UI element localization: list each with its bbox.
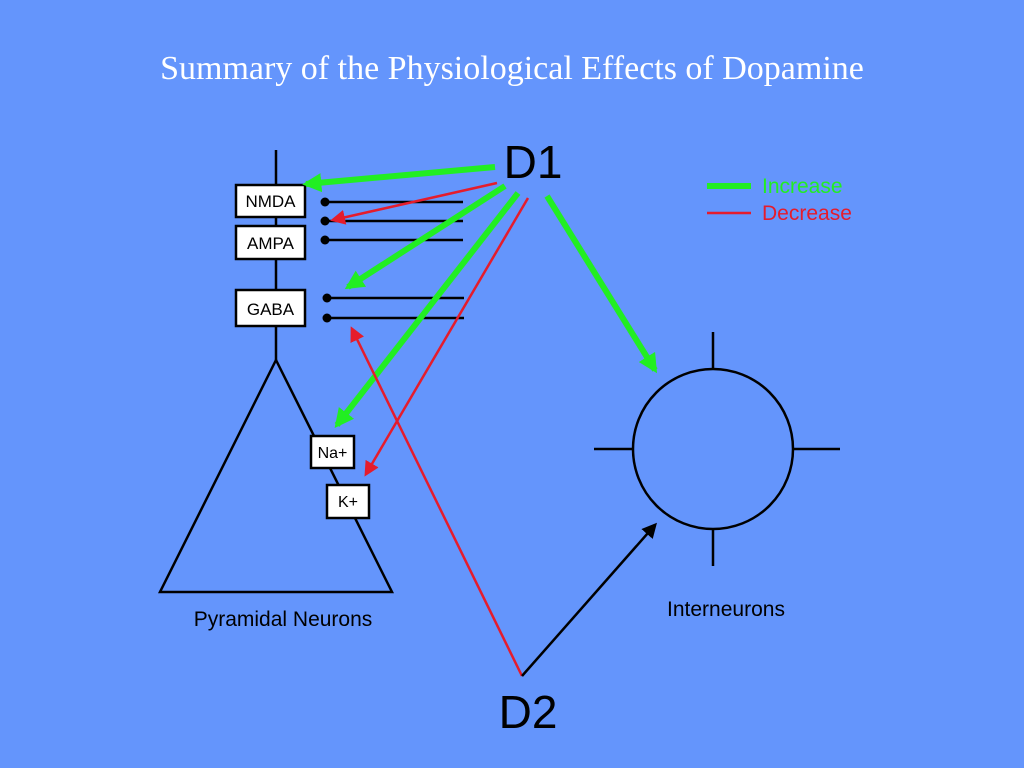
d1-to-interneuron-arrow <box>544 194 658 374</box>
d1-to-gaba-arrow <box>344 183 507 290</box>
synaptic-inputs <box>320 197 464 323</box>
d2-to-gaba-arrow <box>350 326 524 677</box>
d1-to-nmda-decrease-arrow <box>330 181 498 225</box>
k-channel: K+ <box>325 483 371 520</box>
legend: Increase Decrease <box>707 175 852 225</box>
synapse-input <box>320 216 463 226</box>
na-channel: Na+ <box>309 434 356 470</box>
interneuron <box>594 332 840 566</box>
synapse-input <box>320 235 463 245</box>
nmda-label: NMDA <box>245 192 296 211</box>
interneuron-soma <box>631 367 795 531</box>
interneuron-label: Interneurons <box>667 598 785 621</box>
d1-to-nmda-arrow <box>302 164 496 193</box>
legend-decrease-label: Decrease <box>762 202 852 225</box>
slide-title: Summary of the Physiological Effects of … <box>160 50 864 87</box>
ampa-channel: AMPA <box>234 224 307 261</box>
d1-decrease-arrows <box>330 181 530 477</box>
legend-increase-label: Increase <box>762 175 843 198</box>
d2-label: D2 <box>499 686 558 738</box>
synapse-input <box>322 293 464 303</box>
pyramidal-soma <box>157 357 395 594</box>
na-label: Na+ <box>318 445 348 462</box>
d2-to-interneuron-arrow <box>521 522 657 677</box>
synapse-input <box>320 197 463 207</box>
d2-arrows <box>350 326 657 677</box>
k-label: K+ <box>338 494 358 511</box>
d1-to-na-arrow <box>334 191 521 429</box>
d1-label: D1 <box>504 136 563 188</box>
gaba-label: GABA <box>247 300 295 319</box>
gaba-channel: GABA <box>234 288 307 328</box>
d1-to-k-arrow <box>364 197 530 477</box>
d1-increase-arrows <box>302 164 658 429</box>
nmda-channel: NMDA <box>234 183 307 219</box>
ampa-label: AMPA <box>247 234 295 253</box>
synapse-input <box>322 313 464 323</box>
pyramidal-label: Pyramidal Neurons <box>194 608 373 631</box>
